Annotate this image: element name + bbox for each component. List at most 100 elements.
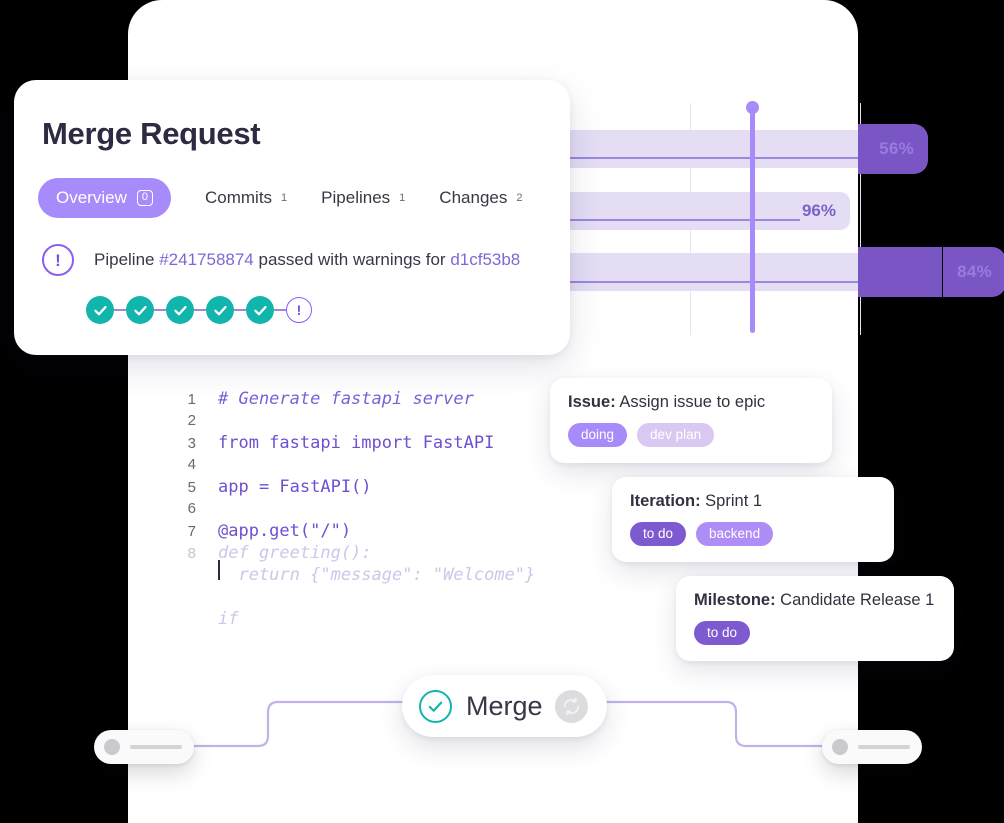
tab-bar: Overview 0 Commits 1 Pipelines 1 Changes… — [38, 178, 540, 218]
code-line: 1 # Generate fastapi server — [160, 388, 560, 410]
context-card-label: Milestone: — [694, 591, 776, 609]
chart-row-track: 96% — [568, 192, 850, 230]
pipeline-status-row: ! Pipeline #241758874 passed with warnin… — [42, 244, 540, 276]
chart-row-track — [568, 130, 858, 168]
pipeline-node-right[interactable] — [822, 730, 922, 764]
status-middle: passed with warnings for — [253, 250, 451, 269]
tab-pipelines[interactable]: Pipelines 1 — [321, 188, 405, 208]
line-number: 1 — [187, 391, 196, 408]
chart-row-rule — [568, 157, 858, 159]
status-badge[interactable]: to do — [630, 522, 687, 546]
chart-row-rule — [568, 219, 800, 221]
context-card-iteration[interactable]: Iteration: Sprint 1 to do backend — [612, 477, 894, 562]
chart-bar[interactable] — [858, 247, 942, 297]
node-bar — [858, 745, 910, 749]
code-ghost-text: def greeting(): — [218, 543, 372, 563]
line-number: 6 — [187, 500, 196, 517]
pipeline-stage-passed[interactable] — [246, 296, 274, 324]
chart-gridline — [860, 103, 861, 335]
code-line: 6 — [160, 498, 560, 520]
tab-label: Overview — [56, 188, 127, 207]
tag-list: doing dev plan — [568, 423, 812, 447]
check-circle-icon — [419, 689, 452, 723]
pipeline-stage-passed[interactable] — [86, 296, 114, 324]
code-text: @app.get("/") — [218, 521, 352, 541]
pipeline-connector — [114, 309, 126, 311]
code-text: # Generate fastapi server — [218, 389, 474, 409]
context-card-value: Sprint 1 — [700, 492, 763, 510]
context-card-milestone[interactable]: Milestone: Candidate Release 1 to do — [676, 576, 954, 661]
merge-button-label: Merge — [466, 690, 543, 721]
pipeline-stage-strip: ! — [86, 296, 540, 324]
merge-button[interactable]: Merge — [402, 675, 607, 737]
tag-list: to do — [694, 621, 934, 645]
context-card-label: Iteration: — [630, 492, 701, 510]
context-card-issue[interactable]: Issue: Assign issue to epic doing dev pl… — [550, 378, 832, 463]
pipeline-connector — [274, 309, 286, 311]
commit-sha-link[interactable]: d1cf53b8 — [450, 250, 521, 269]
tab-label: Pipelines — [321, 188, 391, 207]
code-editor[interactable]: 1 # Generate fastapi server 2 3 from fas… — [160, 388, 560, 630]
progress-chart: 56% 96% 84% — [430, 95, 1004, 340]
code-line: 7 @app.get("/") — [160, 520, 560, 542]
code-line: 3 from fastapi import FastAPI — [160, 432, 560, 454]
context-card-value: Assign issue to epic — [615, 393, 766, 411]
status-badge[interactable]: doing — [568, 423, 628, 447]
chart-row-rule — [568, 281, 858, 283]
tab-badge: 1 — [399, 192, 406, 204]
status-badge[interactable]: to do — [694, 621, 751, 645]
status-badge[interactable]: backend — [696, 522, 774, 546]
pipeline-stage-warning[interactable]: ! — [286, 297, 312, 323]
code-line: if — [160, 608, 560, 630]
node-dot-icon — [104, 739, 120, 755]
line-number: 2 — [187, 412, 196, 429]
pipeline-connector — [194, 309, 206, 311]
chart-today-marker-dot[interactable] — [746, 101, 759, 114]
chart-row-track — [568, 253, 858, 291]
pipeline-node-left[interactable] — [94, 730, 194, 764]
pipeline-status-text: Pipeline #241758874 passed with warnings… — [94, 250, 520, 270]
tab-label: Changes — [439, 188, 508, 207]
code-ghost-text: if — [218, 609, 239, 629]
context-card-title: Milestone: Candidate Release 1 — [694, 591, 934, 610]
tab-badge: 2 — [516, 192, 523, 204]
tab-overview[interactable]: Overview 0 — [38, 178, 171, 218]
tab-changes[interactable]: Changes 2 — [439, 188, 522, 208]
warning-icon: ! — [42, 244, 74, 276]
chart-bar-label: 56% — [879, 139, 914, 158]
chart-bar[interactable]: 56% — [858, 124, 928, 174]
pipeline-stage-passed[interactable] — [126, 296, 154, 324]
pipeline-stage-passed[interactable] — [206, 296, 234, 324]
code-ghost-text: return {"message": "Welcome"} — [218, 565, 536, 585]
code-line — [160, 586, 560, 608]
warning-glyph: ! — [55, 250, 61, 270]
warning-glyph: ! — [296, 302, 302, 318]
context-card-title: Issue: Assign issue to epic — [568, 393, 812, 412]
tab-badge: 0 — [136, 190, 153, 206]
tab-badge: 1 — [281, 192, 288, 204]
pipeline-stage-passed[interactable] — [166, 296, 194, 324]
chart-bar[interactable]: 84% — [943, 247, 1004, 297]
sync-icon[interactable] — [554, 689, 588, 723]
tab-commits[interactable]: Commits 1 — [205, 188, 287, 208]
context-card-value: Candidate Release 1 — [775, 591, 935, 609]
line-number: 8 — [187, 545, 196, 562]
code-line: 4 — [160, 454, 560, 476]
node-bar — [130, 745, 182, 749]
line-number: 3 — [187, 435, 196, 452]
code-line: 2 — [160, 410, 560, 432]
status-badge[interactable]: dev plan — [637, 423, 715, 447]
line-number: 5 — [187, 479, 196, 496]
code-line: 8 def greeting(): — [160, 542, 560, 564]
code-line: return {"message": "Welcome"} — [160, 564, 560, 586]
code-line: 5 app = FastAPI() — [160, 476, 560, 498]
code-text: app = FastAPI() — [218, 477, 372, 497]
pipeline-id-link[interactable]: #241758874 — [159, 250, 254, 269]
status-prefix: Pipeline — [94, 250, 160, 269]
code-text: from fastapi import FastAPI — [218, 433, 495, 453]
tab-label: Commits — [204, 188, 273, 207]
chart-bar-label: 84% — [957, 262, 992, 281]
page-title: Merge Request — [42, 116, 261, 151]
chart-today-marker[interactable] — [750, 109, 755, 333]
